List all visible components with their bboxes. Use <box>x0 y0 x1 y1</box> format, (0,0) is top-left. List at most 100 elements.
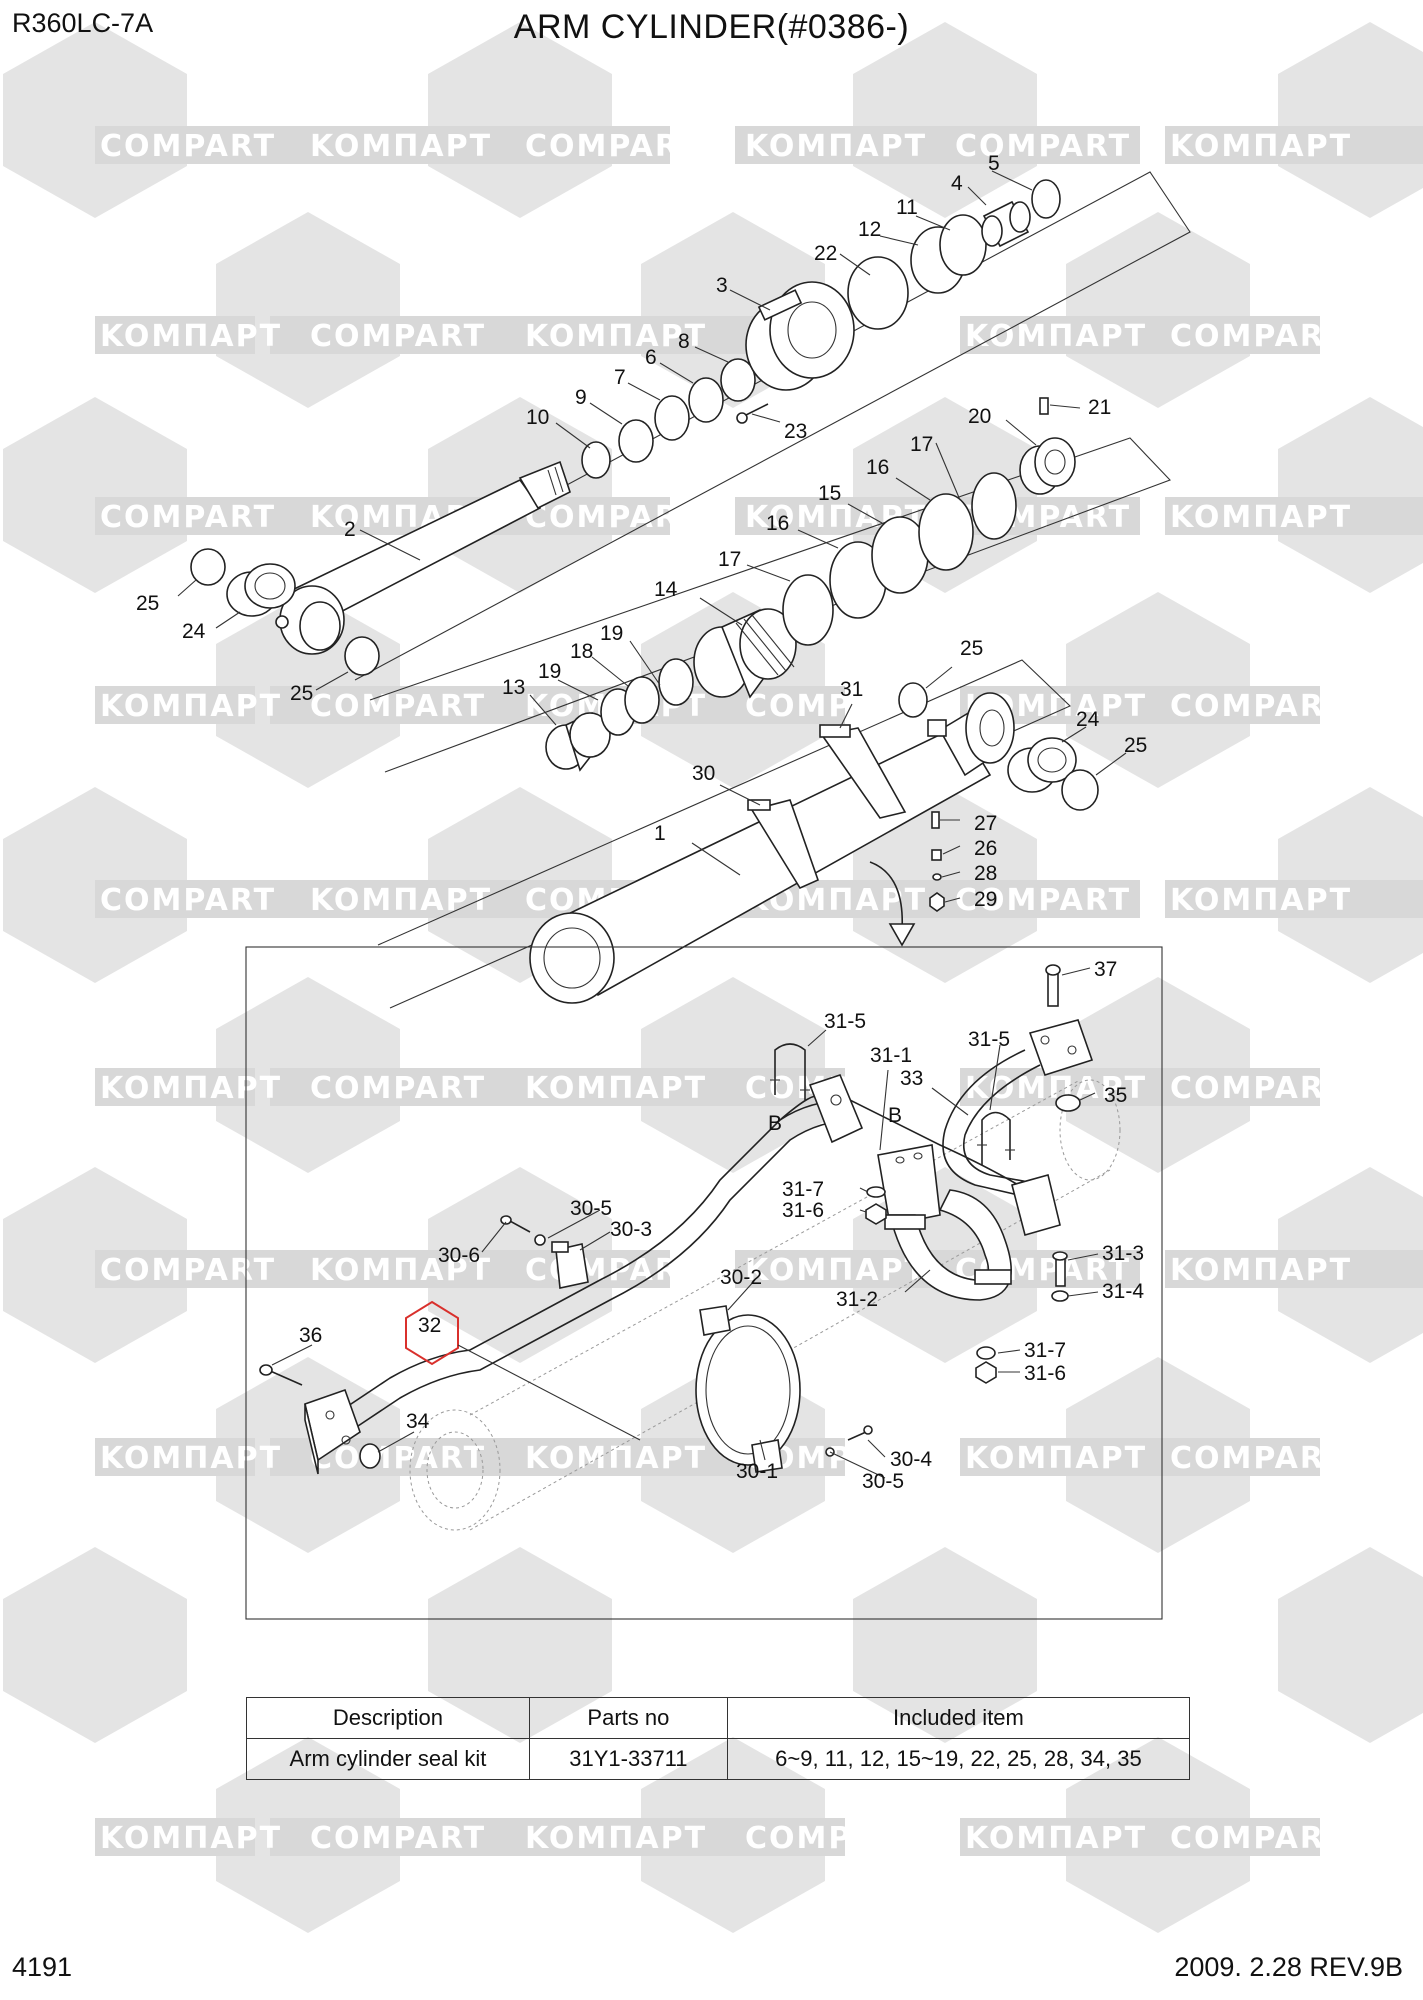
svg-text:KOMПАРТ: KOMПАРТ <box>965 1821 1147 1856</box>
ring-19-b <box>658 658 694 706</box>
slide-ring-17-b <box>971 472 1017 540</box>
svg-text:KOMПАРТ: KOMПАРТ <box>310 1253 492 1288</box>
model-label: R360LC-7A <box>12 8 154 38</box>
callout-16: 16 <box>766 512 789 535</box>
o-ring-34 <box>359 1443 381 1469</box>
bushing-part-24-left <box>226 563 296 617</box>
svg-text:COMPART: COMPART <box>1170 1071 1346 1106</box>
cell-parts-no: 31Y1-33711 <box>528 1738 728 1780</box>
callout-25-left: 25 <box>136 592 159 615</box>
callout-1: 1 <box>654 822 666 845</box>
set-screw-nut-20 <box>1019 437 1076 495</box>
leader-lines <box>177 170 1127 1479</box>
cell-description: Arm cylinder seal kit <box>246 1738 530 1780</box>
washer-31-4 <box>1051 1290 1069 1302</box>
svg-text:KOMПАРТ: KOMПАРТ <box>745 129 927 164</box>
callout-31-5-right: 31-5 <box>968 1028 1010 1051</box>
callout-36: 36 <box>299 1324 322 1347</box>
page-number: 4191 <box>12 1952 73 1982</box>
callout-15: 15 <box>818 482 841 505</box>
callout-31-1: 31-1 <box>870 1044 912 1067</box>
revision-label: 2009. 2.28 REV.9B <box>1174 1952 1403 1982</box>
seal-7 <box>654 395 690 441</box>
callout-31-7-bottom: 31-7 <box>1024 1339 1066 1362</box>
svg-text:KOMПАРТ: KOMПАРТ <box>310 883 492 918</box>
detail-arrow-head <box>888 923 916 947</box>
callout-23: 23 <box>784 420 807 443</box>
bolt-31-3 <box>1052 1251 1068 1287</box>
callout-32: 32 <box>418 1314 441 1337</box>
seal-6 <box>688 377 724 423</box>
callout-30-4: 30-4 <box>890 1448 932 1471</box>
svg-text:COMPART: COMPART <box>525 500 701 535</box>
ring-18 <box>624 676 660 724</box>
band-30-1-30-2 <box>695 1305 801 1473</box>
callout-25-right: 25 <box>1124 734 1147 757</box>
bolt-36 <box>259 1364 303 1386</box>
dust-wiper-5 <box>1031 179 1061 219</box>
callout-3: 3 <box>716 274 728 297</box>
svg-text:KOMПАРТ: KOMПАРТ <box>525 1071 707 1106</box>
svg-text:KOMПАРТ: KOMПАРТ <box>100 1821 282 1856</box>
svg-text:COMPART: COMPART <box>1170 689 1346 724</box>
callout-19-right: 19 <box>600 622 623 645</box>
svg-text:COMPART: COMPART <box>100 883 276 918</box>
u-bolt-31-5-a <box>770 1043 810 1100</box>
callout-35: 35 <box>1104 1084 1127 1107</box>
callout-25-rod: 25 <box>290 682 313 705</box>
callout-17: 17 <box>718 548 741 571</box>
callout-31-7-top: 31-7 <box>782 1178 824 1201</box>
seal-ring-25-right <box>1061 769 1099 811</box>
rod-cover-part <box>745 281 855 391</box>
washer-nut-31-6-31-7-b <box>975 1346 997 1384</box>
piston-rod-part <box>275 460 571 655</box>
callout-labels: 5 4 11 12 22 3 8 6 7 9 10 23 21 20 17 16… <box>136 152 1147 1493</box>
snap-ring-10 <box>581 441 611 479</box>
callout-24-left: 24 <box>182 620 206 643</box>
svg-text:COMPART: COMPART <box>310 319 486 354</box>
highlight-hexagon-32 <box>405 1300 459 1366</box>
seal-kit-table: Description Parts no Included item Arm c… <box>246 1697 1191 1780</box>
bolt-37 <box>1045 964 1061 1007</box>
callout-27: 27 <box>974 812 997 835</box>
callout-7: 7 <box>614 366 626 389</box>
svg-text:KOMПАРТ: KOMПАРТ <box>525 319 707 354</box>
svg-text:COMPART: COMPART <box>310 689 486 724</box>
svg-text:KOMПАРТ: KOMПАРТ <box>1170 883 1352 918</box>
piston-nut-13 <box>545 711 611 772</box>
callout-24-right: 24 <box>1076 708 1100 731</box>
svg-text:KOMПАРТ: KOMПАРТ <box>100 1441 282 1476</box>
seal-9 <box>618 419 654 463</box>
column-header-description: Description <box>246 1697 530 1739</box>
callout-B-left: B <box>768 1112 782 1135</box>
callout-18: 18 <box>570 640 593 663</box>
callout-13: 13 <box>502 676 525 699</box>
callout-31-5-left: 31-5 <box>824 1010 866 1033</box>
callout-9: 9 <box>575 386 587 409</box>
o-ring-35 <box>1055 1094 1081 1112</box>
svg-text:COMPART: COMPART <box>955 883 1131 918</box>
svg-text:COMPART: COMPART <box>1170 319 1346 354</box>
svg-text:COMPART: COMPART <box>1170 1821 1346 1856</box>
callout-17-top: 17 <box>910 433 933 456</box>
seal-ring-25-top <box>898 682 928 718</box>
bolt-30-4-30-5 <box>825 1425 873 1457</box>
callout-34: 34 <box>406 1410 430 1433</box>
callout-21: 21 <box>1088 396 1111 419</box>
callout-30: 30 <box>692 762 715 785</box>
callout-19-left: 19 <box>538 660 561 683</box>
callout-B-right: B <box>888 1104 902 1127</box>
callout-30-5-bottom: 30-5 <box>862 1470 904 1493</box>
callout-20: 20 <box>968 405 991 428</box>
svg-text:KOMПАРТ: KOMПАРТ <box>965 319 1147 354</box>
seal-22 <box>847 256 909 330</box>
callout-30-6: 30-6 <box>438 1244 480 1267</box>
wear-ring-16-b <box>918 493 974 571</box>
page-title: ARM CYLINDER(#0386-) <box>513 8 910 46</box>
grease-fittings <box>929 811 945 912</box>
svg-text:COMPART: COMPART <box>100 129 276 164</box>
washer-nut-31-6-31-7-a <box>865 1186 887 1225</box>
flange-36-block <box>304 1388 361 1475</box>
callout-8: 8 <box>678 330 690 353</box>
